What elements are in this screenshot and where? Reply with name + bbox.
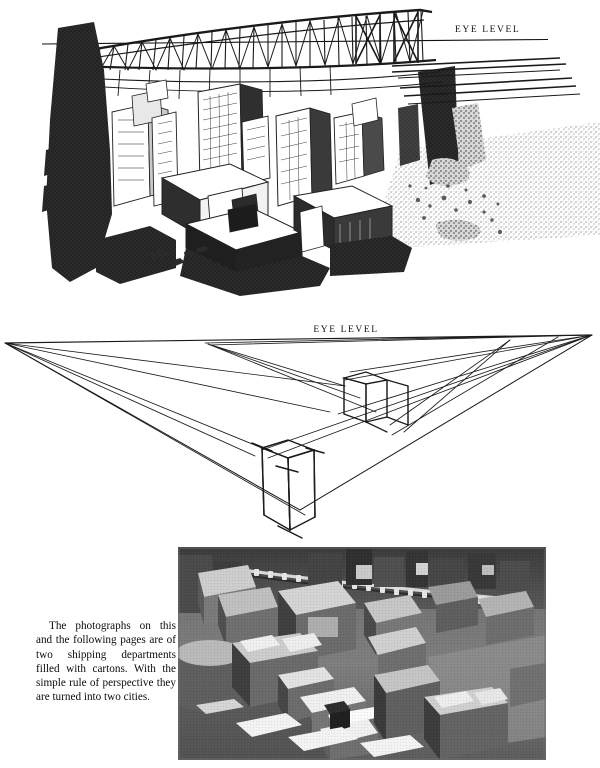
lower-box-tick-base — [277, 525, 303, 539]
ground-mass-right — [330, 236, 412, 276]
triangle-right-edge — [299, 334, 593, 511]
rvp-ray-4 — [337, 334, 593, 415]
left-tower-spur-lower — [42, 182, 62, 212]
lvp-ray-4 — [4, 342, 331, 413]
eye-level-line-group — [41, 38, 549, 45]
lower-box-top-face — [259, 439, 317, 459]
triangle-left-edge — [4, 342, 301, 511]
lower-box — [251, 439, 325, 539]
diagram-lines — [4, 334, 593, 539]
right-grey-block — [452, 103, 486, 170]
rvp-ray-7 — [209, 334, 593, 346]
two-point-perspective-diagram: EYE LEVEL — [0, 300, 600, 540]
inner-guide-a — [207, 343, 346, 387]
upper-box-bottom-diag — [365, 421, 388, 433]
lower-box-tick-upper-right — [305, 447, 325, 454]
photo-content — [178, 547, 546, 760]
inner-guide-d — [389, 339, 511, 426]
ground-mass-left — [96, 226, 176, 284]
right-dark-tower — [418, 66, 459, 185]
small-building-mid-right — [299, 205, 325, 253]
city-scene: EYE LEVEL — [41, 8, 600, 296]
lvp-ray-2 — [4, 342, 256, 457]
central-tall-windows — [202, 91, 238, 181]
photo-grain — [178, 547, 546, 760]
city-buildings — [111, 79, 394, 273]
ground-mass-center — [180, 248, 330, 296]
inner-guide-b — [207, 343, 361, 399]
upper-box — [341, 371, 409, 433]
rooftop-block-small — [227, 203, 259, 233]
building-far-right-cap — [351, 97, 379, 127]
building-right-tall-shadow-side — [309, 107, 333, 197]
right-slab — [398, 104, 420, 166]
rubble-mound-large — [436, 219, 481, 241]
rvp-ray-2 — [261, 334, 593, 451]
horizon-line — [4, 334, 593, 344]
left-tower-spur-upper — [44, 146, 64, 176]
lvp-ray-5 — [4, 342, 346, 387]
inner-guide-f — [391, 336, 559, 436]
upper-box-right-face — [365, 379, 388, 423]
left-foreground-tower — [46, 22, 112, 282]
street-vehicles — [146, 246, 208, 267]
building-mid-right — [241, 115, 271, 185]
eye-level-label-diagram: EYE LEVEL — [313, 325, 378, 335]
inner-guide-c — [207, 343, 377, 413]
city-perspective-drawing: EYE LEVEL — [0, 0, 600, 300]
shipping-department-photograph — [178, 547, 546, 760]
eye-level-line — [41, 38, 549, 45]
lower-box-left-face — [261, 446, 291, 532]
lower-box-tick-upper-left — [251, 442, 273, 452]
slim-tower-windows — [157, 120, 173, 175]
photograph-caption: The photographs on this and the followin… — [36, 620, 176, 704]
lower-box-tick-inner — [275, 465, 299, 473]
lvp-ray-3 — [4, 342, 263, 449]
inner-guide-e — [403, 339, 511, 433]
lower-box-right-face — [287, 449, 316, 532]
right-rubble-mound — [426, 158, 470, 186]
upper-box-far-face — [386, 379, 409, 426]
eye-level-label-top: EYE LEVEL — [455, 25, 520, 35]
rvp-ray-5 — [344, 334, 593, 381]
